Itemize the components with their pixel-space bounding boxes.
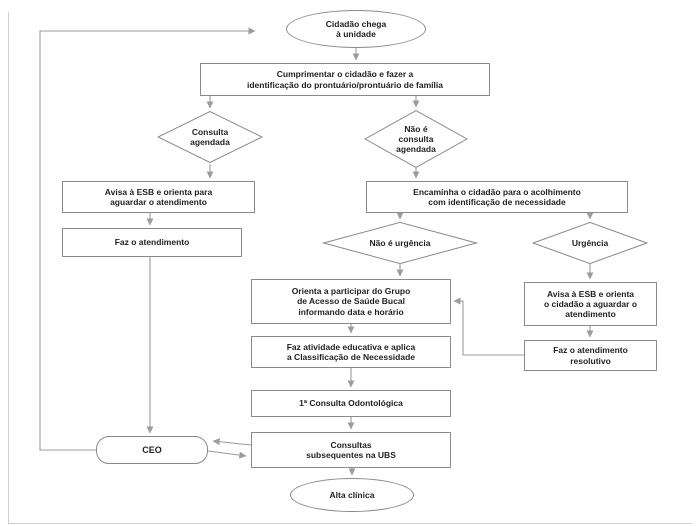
node-label: Avisa à ESB e orienta para aguardar o at…	[104, 186, 213, 207]
diamond-shape	[532, 222, 648, 264]
flowchart-node-scheduled: Consulta agendada	[157, 111, 263, 163]
node-label: 1ª Consulta Odontológica	[299, 398, 403, 409]
flowchart-node-educational: Faz atividade educativa e aplica a Class…	[251, 336, 451, 368]
node-label: Cumprimentar o cidadão e fazer a identif…	[247, 69, 443, 90]
node-label: Faz atividade educativa e aplica a Class…	[286, 341, 416, 362]
node-label: Faz o atendimento resolutivo	[553, 345, 628, 366]
connector-ceo-followup	[207, 450, 247, 459]
node-label: Urgência	[571, 237, 609, 248]
flowchart-node-group-access: Orienta a participar do Grupo de Acesso …	[251, 279, 451, 324]
diamond-shape	[157, 111, 263, 163]
flowchart-node-greet: Cumprimentar o cidadão e fazer a identif…	[200, 63, 490, 96]
node-label: Encaminha o cidadão para o acolhimento c…	[413, 186, 581, 207]
flowchart-node-resolutive: Faz o atendimento resolutivo	[524, 340, 657, 371]
node-label: Consulta agendada	[190, 126, 230, 147]
connector-resolutive-group	[453, 297, 524, 356]
flowchart-node-forward-acolhimento: Encaminha o cidadão para o acolhimento c…	[366, 181, 628, 213]
node-label: Faz o atendimento	[114, 237, 190, 248]
node-label: Avisa à ESB e orienta o cidadão a aguard…	[543, 288, 638, 320]
flowchart-node-first-consult: 1ª Consulta Odontológica	[251, 390, 451, 417]
flowchart-node-urgent: Urgência	[532, 222, 648, 264]
flowchart-node-do-service: Faz o atendimento	[62, 228, 242, 257]
flowchart-node-start: Cidadão chega à unidade	[286, 10, 426, 48]
flowchart-node-notify-esb-wait: Avisa à ESB e orienta para aguardar o at…	[62, 181, 255, 213]
flowchart-node-not-scheduled: Não é consulta agendada	[364, 110, 468, 168]
frame-line-bottom	[8, 523, 692, 524]
node-label: Consultas subsequentes na UBS	[306, 439, 396, 460]
node-label: Não é urgência	[369, 237, 431, 248]
node-label: Alta clínica	[329, 489, 375, 500]
diamond-shape	[364, 110, 468, 168]
connector-followup-ceo	[212, 438, 252, 446]
node-label: Orienta a participar do Grupo de Acesso …	[291, 286, 411, 317]
flowchart-node-ceo: CEO	[96, 436, 208, 464]
node-label: Cidadão chega à unidade	[325, 18, 387, 39]
node-label: Não é consulta agendada	[396, 123, 436, 155]
connector-ceo-start-loop	[39, 27, 256, 451]
frame-line-left	[8, 12, 9, 523]
flowchart-node-end: Alta clínica	[290, 478, 414, 512]
diamond-shape	[322, 222, 478, 264]
node-label: CEO	[142, 444, 162, 455]
flowchart-node-not-urgent: Não é urgência	[322, 222, 478, 264]
flowchart-node-notify-esb-urgent: Avisa à ESB e orienta o cidadão a aguard…	[524, 282, 657, 326]
flowchart-node-followup: Consultas subsequentes na UBS	[251, 432, 451, 468]
